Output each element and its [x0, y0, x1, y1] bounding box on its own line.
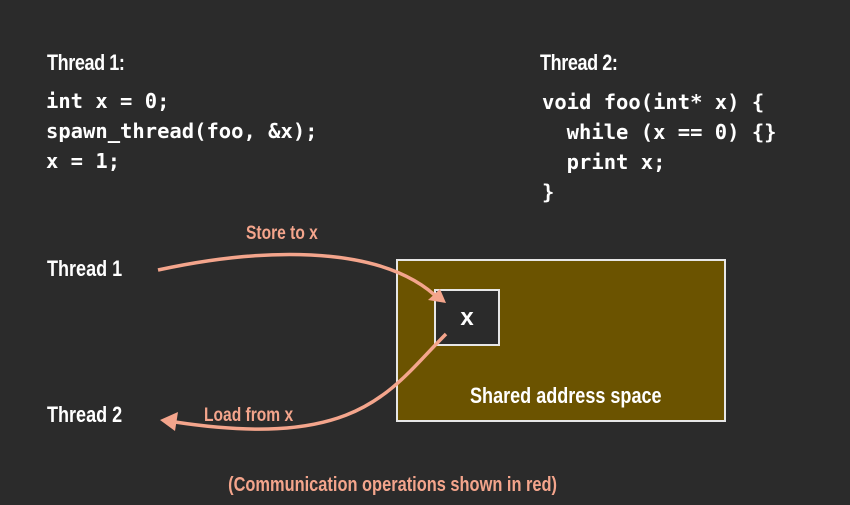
code-line: print x;: [542, 150, 666, 174]
code-line: int x = 0;: [46, 89, 170, 113]
load-arrow-label: Load from x: [204, 405, 294, 426]
thread1-code: int x = 0; spawn_thread(foo, &x); x = 1;: [46, 86, 318, 176]
store-arrow: [157, 252, 442, 302]
load-arrow: [174, 332, 448, 431]
thread2-label: Thread 2: [47, 402, 123, 427]
shared-address-space-label: Shared address space: [470, 383, 662, 408]
code-line: }: [542, 180, 555, 204]
code-line: while (x == 0) {}: [542, 120, 777, 144]
footnote: (Communication operations shown in red): [228, 474, 557, 496]
thread2-code: void foo(int* x) { while (x == 0) {} pri…: [542, 87, 777, 207]
code-line: void foo(int* x) {: [542, 90, 765, 114]
thread1-heading: Thread 1:: [47, 50, 125, 75]
variable-x-label: x: [460, 303, 474, 331]
code-line: spawn_thread(foo, &x);: [46, 119, 318, 143]
footnote-wrap: (Communication operations shown in red): [0, 474, 785, 497]
store-arrow-label: Store to x: [246, 223, 318, 244]
code-line: x = 1;: [46, 149, 121, 173]
thread2-heading: Thread 2:: [540, 50, 618, 75]
store-arrowhead: [428, 289, 446, 303]
load-arrowhead: [160, 412, 178, 431]
shared-address-space-label-wrap: Shared address space: [396, 383, 736, 409]
thread1-label: Thread 1: [47, 256, 123, 281]
